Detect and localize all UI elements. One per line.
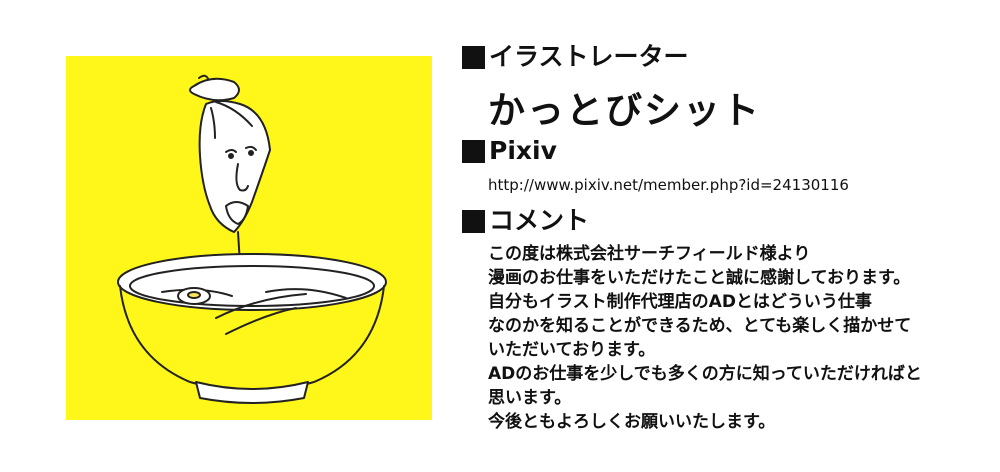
black-square-bullet-icon	[462, 139, 485, 163]
artist-illustration	[66, 56, 432, 420]
black-square-bullet-icon	[462, 45, 485, 69]
comment-line: 今後ともよろしくお願いいたします。	[488, 412, 776, 432]
comment-heading: コメント	[462, 206, 589, 236]
comment-body: この度は株式会社サーチフィールド様より 漫画のお仕事をいただけたこと誠に感謝して…	[488, 242, 998, 434]
comment-line: 自分もイラスト制作代理店のADとはどういう仕事	[488, 292, 872, 312]
black-square-bullet-icon	[462, 209, 485, 233]
comment-heading-text: コメント	[489, 206, 590, 235]
comment-line: 思います。	[488, 388, 572, 408]
artist-name: かっとびシット	[488, 89, 761, 132]
comment-line: なのかを知ることができるため、とても楽しく描かせて	[488, 316, 912, 336]
man-in-bowl-drawing	[117, 74, 387, 404]
role-heading-text: イラストレーター	[489, 42, 689, 71]
comment-line: いただいております。	[488, 340, 656, 360]
comment-line: この度は株式会社サーチフィールド様より	[488, 244, 811, 264]
pixiv-heading-text: Pixiv	[489, 136, 557, 165]
comment-line: ADのお仕事を少しでも多くの方に知っていただければと	[488, 364, 922, 384]
pixiv-heading: Pixiv	[462, 136, 557, 166]
comment-line: 漫画のお仕事をいただけたこと誠に感謝しております。	[488, 268, 911, 288]
role-heading: イラストレーター	[462, 42, 689, 72]
pixiv-url-link[interactable]: http://www.pixiv.net/member.php?id=24130…	[488, 176, 849, 194]
